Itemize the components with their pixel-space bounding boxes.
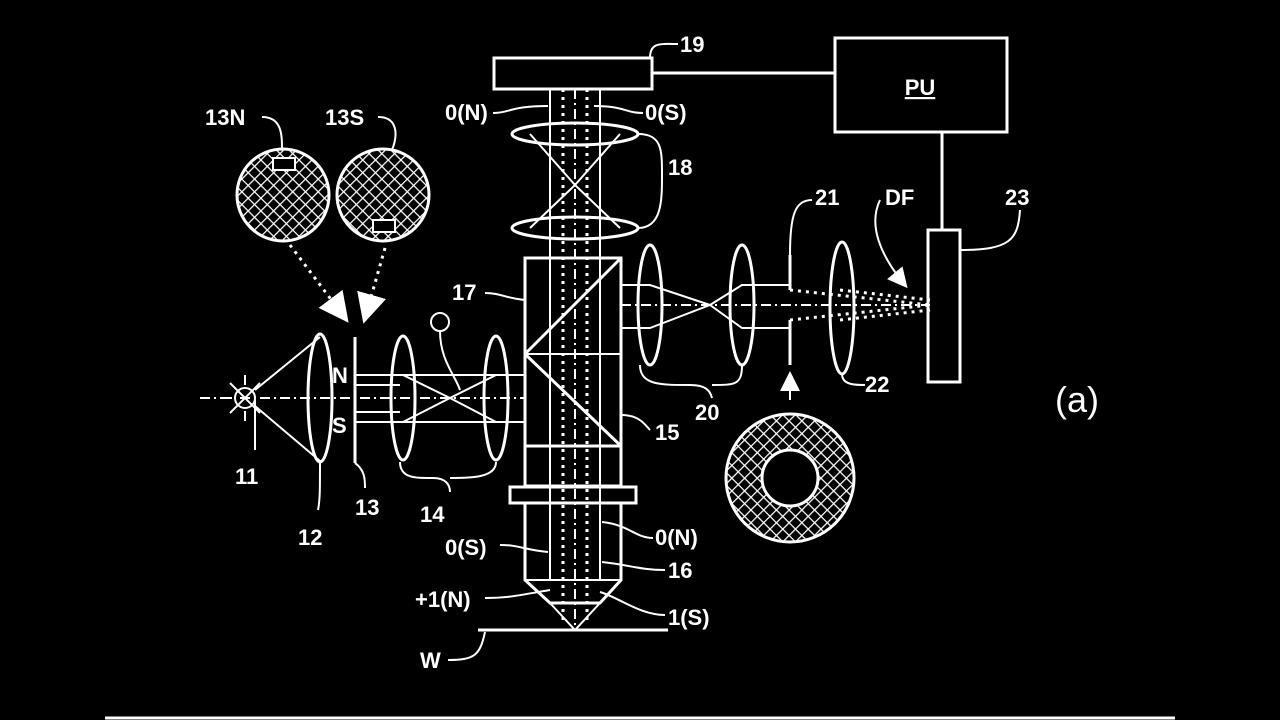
objective-collar [508,485,638,505]
detector-19 [492,56,654,91]
leader-plus1N [484,589,551,599]
leader-21 [789,199,813,256]
label-S: S [332,413,347,438]
leader-17 [484,292,526,301]
leader-0S-top [593,105,644,114]
illum-beams [355,374,525,423]
bracket-14 [399,461,497,493]
objective-16 [523,503,623,605]
lens-14-right [482,334,510,462]
label-22: 22 [865,372,889,397]
leader-13S [377,116,397,151]
leader-W [447,631,486,661]
light-source-rays [222,375,261,421]
label-0N-bottom: 0(N) [655,525,698,550]
beam-splitter-17 [523,256,623,356]
beam-splitter-block [523,256,623,448]
leader-22 [841,373,866,386]
illum-cone [254,336,321,462]
label-0S-bottom: 0(S) [445,535,487,560]
label-18: 18 [668,155,692,180]
arrow-DF [874,199,908,289]
label-20: 20 [695,400,719,425]
filter-13N [235,147,331,243]
label-DF: DF [885,185,914,210]
leader-15 [620,414,651,431]
label-W: W [420,648,441,673]
label-19: 19 [680,32,704,57]
bracket-20 [639,364,743,399]
leader-16 [601,561,666,571]
label-0S-top: 0(S) [645,100,687,125]
label-13: 13 [355,495,379,520]
lens-20-left [636,243,664,367]
lens-14-left [389,334,417,462]
arrow-13S [357,247,387,324]
leader-23 [959,209,1021,251]
filter-13S-aperture [372,219,396,233]
label-14: 14 [420,502,445,527]
light-source-11 [234,387,256,409]
relay-14-rays [402,374,497,423]
label-15: 15 [655,420,679,445]
leader-13N [261,116,283,151]
leader-19 [649,42,679,59]
filter-13S [335,147,431,243]
filter-13N-aperture [272,157,296,171]
label-17: 17 [452,280,476,305]
leader-0N-top [492,105,549,114]
label-13S: 13S [325,105,364,130]
processing-unit-box [833,36,1009,134]
leader-O [439,330,461,391]
label-23: 23 [1005,185,1029,210]
bracket-18 [637,133,663,229]
label-plus1N: +1(N) [415,587,471,612]
label-21: 21 [815,185,839,210]
annular-stop-center [760,448,820,508]
leader-0S-bottom [499,544,549,553]
label-11: 11 [235,464,258,489]
label-1S: 1(S) [668,605,710,630]
leader-12 [317,461,321,511]
lens-22 [828,240,856,376]
pu-label: PU [905,75,936,100]
field-stop-O [430,312,450,332]
sensor-23 [926,228,962,384]
label-16: 16 [668,558,692,583]
arrow-13N [288,244,349,323]
column-lower [523,444,623,488]
label-0N-top: 0(N) [445,100,488,125]
leader-0N-bottom [601,521,654,539]
label-12: 12 [298,525,322,550]
relay-20-rays [621,284,790,329]
label-N: N [332,363,348,388]
figure-tag: (a) [1055,379,1099,420]
label-13N: 13N [205,105,245,130]
beam-splitter-15 [523,352,623,448]
leader-1S [599,591,666,616]
leader-13 [354,462,366,489]
